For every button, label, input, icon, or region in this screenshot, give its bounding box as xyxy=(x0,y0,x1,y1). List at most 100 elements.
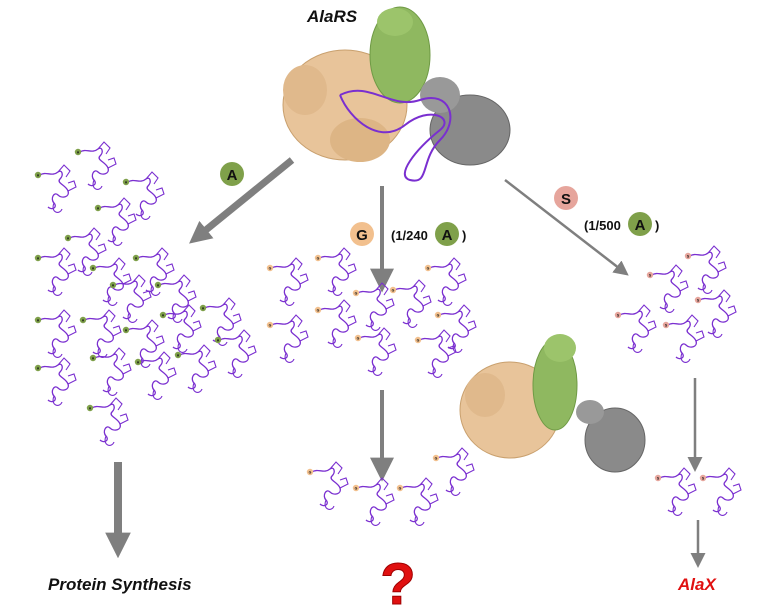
svg-text:A: A xyxy=(125,181,128,185)
arrow-to-alanine xyxy=(189,157,295,244)
svg-text:A: A xyxy=(77,151,80,155)
svg-text:S: S xyxy=(702,477,705,481)
serine-mischarged-trna: S xyxy=(614,304,657,354)
alanine-charged-trna: A xyxy=(174,344,217,394)
serine-mischarged-trna: S xyxy=(654,467,697,517)
alanine-badge: A xyxy=(220,162,244,186)
glycine-trna-cluster-lower: G G G G xyxy=(306,447,475,527)
alanine-charged-trna: A xyxy=(199,297,242,347)
glycine-mischarged-trna: G xyxy=(434,304,477,354)
alanine-charged-trna: A xyxy=(34,309,77,359)
svg-text:A: A xyxy=(37,174,40,178)
alanine-charged-trna: A xyxy=(34,357,77,407)
glycine-ratio-badge: A xyxy=(435,222,459,246)
alanine-charged-trna: A xyxy=(122,171,165,221)
serine-mischarged-trna: S xyxy=(684,245,727,295)
glycine-mischarged-trna: G xyxy=(432,447,475,497)
diagram-title: AlaRS xyxy=(306,7,358,26)
alanine-charged-trna: A xyxy=(86,397,129,447)
serine-ratio-suffix: ) xyxy=(655,218,659,233)
svg-text:S: S xyxy=(617,314,620,318)
svg-text:G: G xyxy=(355,292,358,296)
serine-mischarged-trna: S xyxy=(646,264,689,314)
glycine-mischarged-trna: G xyxy=(354,327,397,377)
alax-protein-structure xyxy=(459,334,646,473)
alanine-charged-trna: A xyxy=(94,197,137,247)
alanine-charged-trna: A xyxy=(89,257,132,307)
svg-text:A: A xyxy=(162,314,165,318)
svg-text:G: G xyxy=(435,457,438,461)
svg-text:G: G xyxy=(357,337,360,341)
glycine-ratio-suffix: ) xyxy=(462,228,466,243)
glycine-ratio-prefix: (1/240 xyxy=(391,228,428,243)
alanine-charged-trna: A xyxy=(134,351,177,401)
svg-text:G: G xyxy=(399,487,402,491)
svg-text:S: S xyxy=(665,324,668,328)
serine-mischarged-trna: S xyxy=(662,314,705,364)
svg-text:G: G xyxy=(269,324,272,328)
glycine-mischarged-trna: G xyxy=(306,461,349,511)
glycine-mischarged-trna: G xyxy=(414,329,457,379)
svg-text:S: S xyxy=(649,274,652,278)
svg-text:G: G xyxy=(269,267,272,271)
svg-text:A: A xyxy=(137,361,140,365)
glycine-mischarged-trna: G xyxy=(352,477,395,527)
alanine-charged-trna: A xyxy=(34,247,77,297)
glycine-mischarged-trna: G xyxy=(396,477,439,527)
outcome-alax: AlaX xyxy=(677,575,717,594)
glycine-badge: G xyxy=(350,222,374,246)
alanine-charged-trna: A xyxy=(64,227,107,277)
svg-text:A: A xyxy=(37,367,40,371)
svg-text:A: A xyxy=(217,339,220,343)
alanine-charged-trna: A xyxy=(79,309,122,359)
svg-text:A: A xyxy=(37,319,40,323)
alanine-charged-trna: A xyxy=(159,304,202,354)
glycine-mischarged-trna: G xyxy=(352,282,395,332)
glycine-mischarged-trna: G xyxy=(314,247,357,297)
svg-text:G: G xyxy=(355,487,358,491)
alanine-badge-letter: A xyxy=(227,167,238,184)
svg-text:A: A xyxy=(177,354,180,358)
glycine-mischarged-trna: G xyxy=(314,299,357,349)
glycine-ratio-badge-letter: A xyxy=(442,227,453,244)
svg-text:S: S xyxy=(687,255,690,259)
alanine-charged-trna: A xyxy=(122,319,165,369)
svg-text:G: G xyxy=(392,289,395,293)
svg-text:A: A xyxy=(92,357,95,361)
glycine-badge-letter: G xyxy=(356,227,368,244)
svg-text:A: A xyxy=(202,307,205,311)
alanine-charged-trna: A xyxy=(74,141,117,191)
serine-mischarged-trna: S xyxy=(699,467,742,517)
arrow-to-serine xyxy=(504,179,629,276)
alanine-charged-trna: A xyxy=(214,329,257,379)
serine-ratio-prefix: (1/500 xyxy=(584,218,621,233)
svg-text:A: A xyxy=(89,407,92,411)
svg-text:A: A xyxy=(97,207,100,211)
serine-ratio-badge: A xyxy=(628,212,652,236)
serine-ratio-badge-letter: A xyxy=(635,217,646,234)
svg-text:G: G xyxy=(317,309,320,313)
glycine-mischarged-trna: G xyxy=(389,279,432,329)
alanine-charged-trna: A xyxy=(132,247,175,297)
alanine-charged-trna: A xyxy=(34,164,77,214)
serine-badge: S xyxy=(554,186,578,210)
svg-text:G: G xyxy=(417,339,420,343)
svg-text:A: A xyxy=(67,237,70,241)
svg-text:A: A xyxy=(37,257,40,261)
svg-text:A: A xyxy=(157,284,160,288)
alars-protein-structure xyxy=(282,6,511,182)
svg-text:A: A xyxy=(112,284,115,288)
alanine-charged-trna: A xyxy=(154,274,197,324)
svg-text:A: A xyxy=(125,329,128,333)
svg-text:G: G xyxy=(437,314,440,318)
glycine-mischarged-trna: G xyxy=(266,257,309,307)
svg-text:A: A xyxy=(82,319,85,323)
serine-badge-letter: S xyxy=(561,191,571,208)
svg-text:A: A xyxy=(92,267,95,271)
outcome-unknown-question-mark: ? xyxy=(380,552,415,611)
alanine-charged-trna: A xyxy=(89,347,132,397)
